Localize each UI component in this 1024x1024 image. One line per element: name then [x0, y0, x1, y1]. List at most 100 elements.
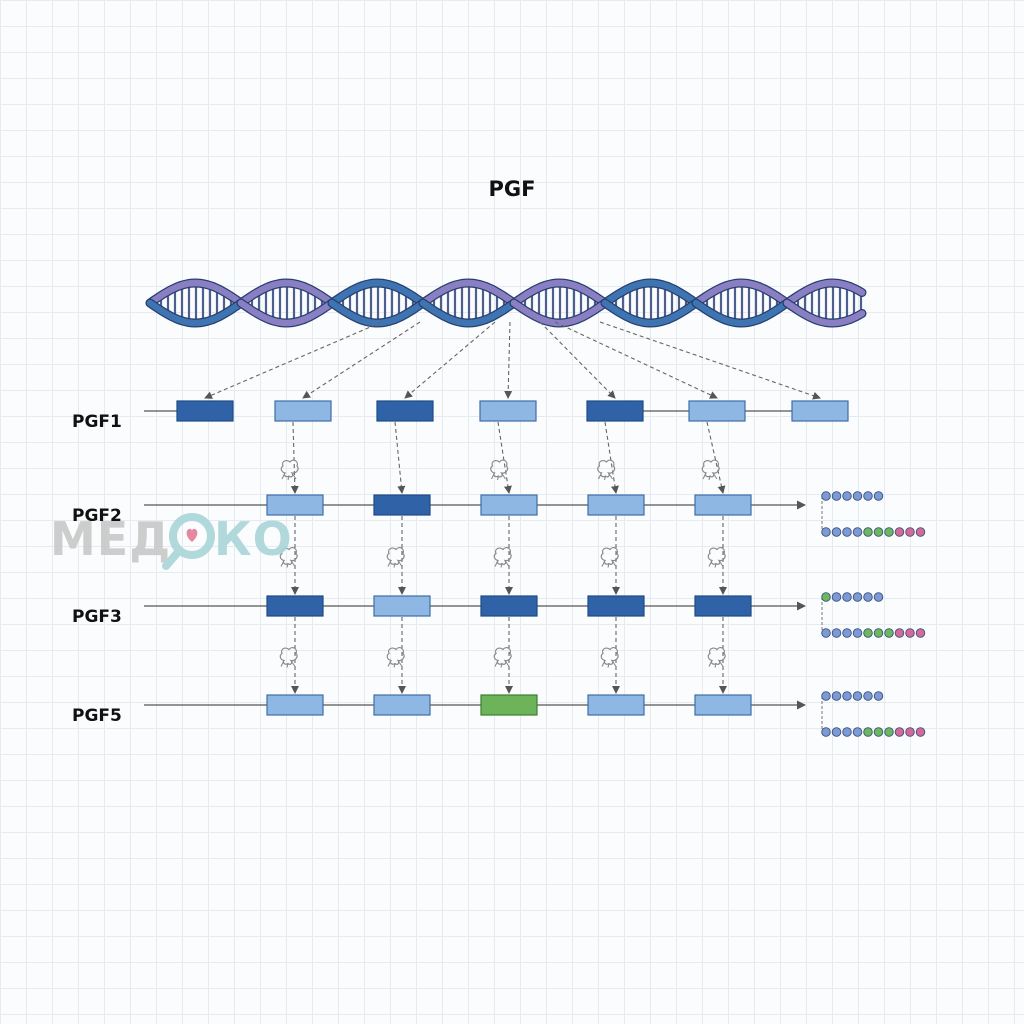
- exon-box: [266, 694, 324, 716]
- splice-arrow: [497, 421, 512, 494]
- row-label: PGF5: [72, 706, 122, 726]
- protein-bead: [852, 691, 863, 701]
- exon-box: [587, 595, 645, 617]
- exon-box: [266, 494, 324, 516]
- exon-box: [373, 694, 431, 716]
- dna-strand: [783, 299, 866, 327]
- protein-bead: [821, 691, 831, 701]
- spliceosome-icon: [493, 647, 512, 668]
- splice-arrow: [604, 421, 619, 494]
- exon-box: [586, 400, 644, 422]
- diagram-title: PGF: [489, 177, 536, 201]
- spliceosome-icon: [597, 459, 616, 481]
- protein-bead: [905, 727, 915, 737]
- exon-box: [376, 400, 434, 422]
- exon-box: [274, 400, 332, 422]
- protein-bead: [873, 691, 884, 701]
- transcript-row-pgf1: PGF1: [72, 400, 849, 432]
- protein-bead: [873, 592, 884, 602]
- protein-bead: [821, 628, 831, 638]
- protein-isoforms: [821, 691, 926, 737]
- watermark-magnifier-icon: [162, 513, 215, 570]
- protein-bead: [915, 727, 926, 737]
- protein-bead: [905, 527, 915, 537]
- row-label: PGF1: [72, 412, 122, 432]
- dna-strand: [510, 279, 608, 307]
- exon-projection-arrows: [204, 321, 821, 400]
- exon-box: [688, 400, 746, 422]
- projection-arrow: [204, 321, 383, 399]
- dna-strand: [328, 299, 426, 327]
- spliceosome-icon: [701, 459, 720, 481]
- spliceosome-icon: [707, 647, 726, 668]
- spliceosome-icon: [386, 647, 405, 668]
- dna-strand: [692, 299, 790, 327]
- exon-box: [176, 400, 234, 422]
- protein-bead: [873, 491, 884, 501]
- transcript-row-pgf5: PGF5: [72, 691, 926, 737]
- spliceosome-legs: [280, 660, 296, 668]
- protein-bead: [831, 691, 842, 701]
- dna-strand: [419, 279, 517, 307]
- row-label: PGF3: [72, 607, 122, 627]
- protein-isoforms: [821, 491, 926, 537]
- transcript-row-pgf2: PGF2: [72, 491, 926, 537]
- dna-strand: [237, 299, 335, 327]
- spliceosome-legs: [387, 560, 403, 568]
- dna-strand: [419, 299, 517, 327]
- spliceosome-legs: [601, 660, 617, 668]
- protein-bead: [831, 727, 842, 737]
- projection-arrow: [504, 321, 513, 399]
- spliceosome-icon: [386, 547, 405, 568]
- spliceosome-legs: [387, 660, 403, 668]
- spliceosome-legs: [494, 660, 510, 668]
- exon-box: [480, 694, 538, 716]
- exon-box: [694, 494, 752, 516]
- exon-box: [587, 494, 645, 516]
- exon-box: [373, 494, 431, 516]
- dna-strand: [510, 299, 608, 327]
- spliceosome-legs: [708, 560, 724, 568]
- spliceosome-icon: [280, 459, 299, 481]
- protein-bead: [831, 491, 842, 501]
- spliceosome-icon: [600, 647, 619, 668]
- spliceosome-legs: [280, 560, 296, 568]
- protein-bead: [915, 527, 926, 537]
- spliceosome-legs: [281, 472, 297, 481]
- dna-strand: [146, 279, 244, 307]
- projection-arrow: [302, 321, 421, 399]
- exon-box: [694, 694, 752, 716]
- exon-box: [479, 400, 537, 422]
- protein-bead: [863, 592, 873, 602]
- splice-arrow: [290, 421, 299, 494]
- exon-box: [266, 595, 324, 617]
- protein-bead: [842, 491, 852, 501]
- protein-bead: [873, 628, 884, 638]
- protein-bead: [884, 727, 894, 737]
- dna-strand: [328, 279, 426, 307]
- watermark-text-left: МЕД: [50, 512, 171, 566]
- projection-arrow: [539, 321, 616, 399]
- protein-bead: [863, 727, 873, 737]
- protein-bead: [821, 727, 831, 737]
- protein-bead: [842, 592, 852, 602]
- protein-bead: [842, 727, 852, 737]
- protein-bead: [894, 628, 905, 638]
- protein-bead: [873, 727, 884, 737]
- spliceosome-legs: [702, 472, 718, 481]
- spliceosome-legs: [491, 472, 506, 481]
- protein-bead: [863, 628, 873, 638]
- spliceosome-legs: [708, 660, 724, 668]
- spliceosome-icon: [279, 647, 298, 668]
- protein-bead: [863, 527, 873, 537]
- spliceosome-legs: [601, 560, 617, 568]
- exon-box: [791, 400, 849, 422]
- spliceosome-legs: [494, 560, 510, 568]
- protein-bead: [852, 527, 863, 537]
- protein-bead: [831, 628, 842, 638]
- watermark-logo: МЕД КО: [50, 512, 292, 570]
- protein-isoforms: [821, 592, 926, 638]
- projection-arrow: [599, 321, 821, 400]
- dna-strand: [237, 279, 335, 307]
